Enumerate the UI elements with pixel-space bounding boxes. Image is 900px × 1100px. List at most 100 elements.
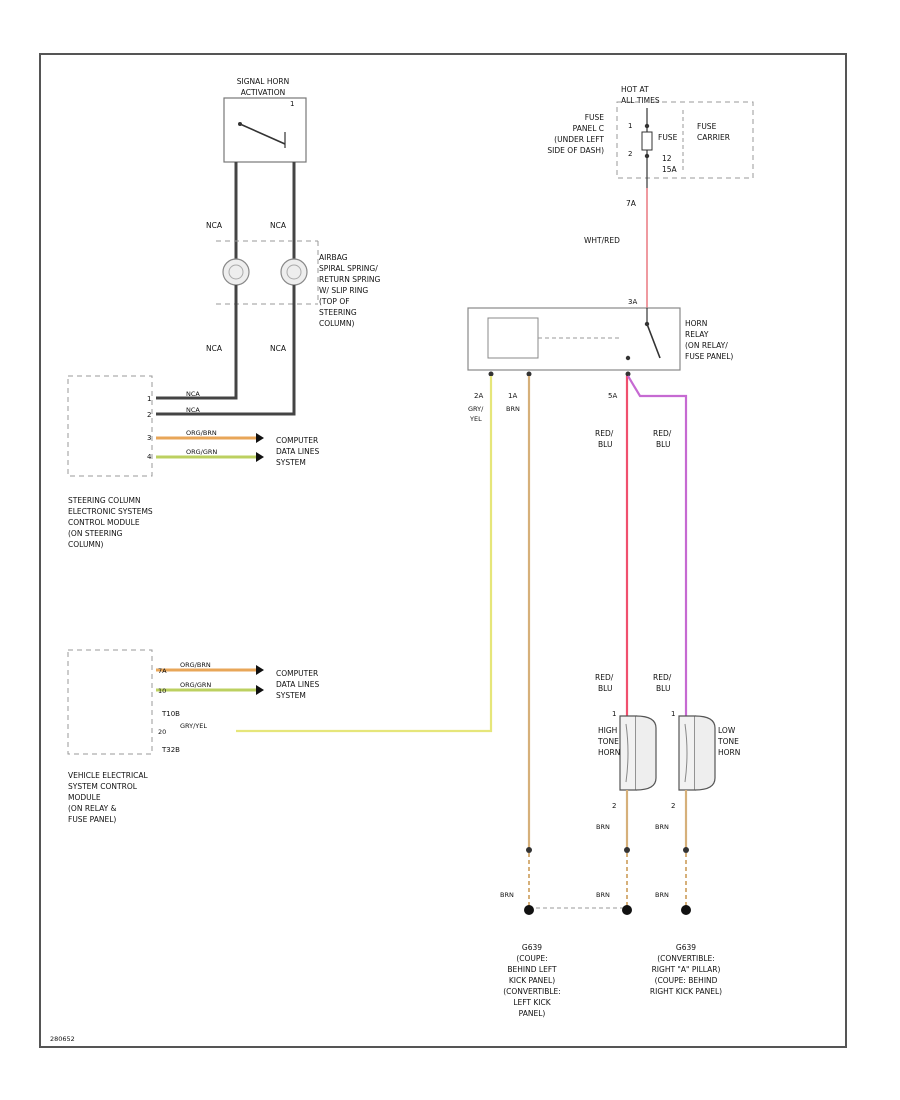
fuse-num: 12 [662, 154, 672, 163]
horn-switch-label: SIGNAL HORN [237, 77, 289, 86]
g2-wire-a: BRN [596, 891, 610, 899]
steering-wire-1: NCA [186, 390, 200, 398]
g1-wire: BRN [500, 891, 514, 899]
fuse-amp: 15A [662, 165, 678, 174]
fuse-panel-label-0: FUSE [585, 113, 605, 122]
relay-red-wire-0: RED/ [595, 429, 614, 438]
vesm-label-4: FUSE PANEL) [68, 815, 116, 824]
g2-label-2: RIGHT "A" PILLAR) [652, 965, 721, 974]
steering-pin-1: 1 [147, 395, 151, 403]
vesm-data-label-1: DATA LINES [276, 680, 319, 689]
arrow-icon [256, 452, 264, 462]
g2-label-0: G639 [676, 943, 696, 952]
vesm-conn2: T32B [161, 746, 180, 754]
relay-label-3: FUSE PANEL) [685, 352, 733, 361]
high-tone-horn: 1 HIGH TONE HORN [597, 710, 657, 791]
fuse-hot-label2: ALL TIMES [621, 96, 660, 105]
high-horn-label-1: TONE [597, 737, 619, 746]
relay-wire-left1-1: YEL [469, 415, 482, 423]
g2-label-1: (CONVERTIBLE: [657, 954, 715, 963]
steering-label-0: STEERING COLUMN [68, 496, 141, 505]
clockspring-wire-left-bottom: NCA [206, 344, 223, 353]
steering-data-label-0: COMPUTER [276, 436, 318, 445]
relay-contact-icon [646, 323, 661, 359]
low-horn-pin-in: 1 [671, 710, 675, 718]
g2-wire-b: BRN [655, 891, 669, 899]
fuse-icon [641, 131, 653, 151]
steering-label-3: (ON STEERING [68, 529, 123, 538]
vesm-data-label-0: COMPUTER [276, 669, 318, 678]
horn-icon [694, 715, 716, 791]
clockspring-label-6: COLUMN) [319, 319, 355, 328]
high-horn-wire-0: RED/ [595, 673, 614, 682]
fuse-carrier-label-0: FUSE [697, 122, 717, 131]
vesm-label-2: MODULE [68, 793, 101, 802]
vesm-label-0: VEHICLE ELECTRICAL [68, 771, 149, 780]
horn-relay: 3A HORN RELAY (ON RELAY/ FUSE PANEL) [467, 298, 733, 377]
relay-red-wire-1: BLU [598, 440, 612, 449]
arrow-icon [256, 685, 264, 695]
steering-pin-2: 2 [147, 411, 151, 419]
vesm-label-1: SYSTEM CONTROL [68, 782, 138, 791]
vesm-label-3: (ON RELAY & [68, 804, 117, 813]
clockspring-label-1: SPIRAL SPRING/ [319, 264, 378, 273]
slip-ring-icon [222, 258, 250, 286]
g1-label-0: G639 [522, 943, 542, 952]
g1-label-1: (COUPE: [516, 954, 547, 963]
relay-violet-wire-0: RED/ [653, 429, 672, 438]
fuse-hot-label: HOT AT [621, 85, 649, 94]
clockspring: AIRBAG SPIRAL SPRING/ RETURN SPRING W/ S… [216, 240, 381, 328]
clockspring-label-2: RETURN SPRING [319, 275, 381, 284]
vesm-pin-3: 20 [158, 728, 166, 736]
steering-label-2: CONTROL MODULE [68, 518, 140, 527]
low-horn-label-0: LOW [718, 726, 736, 735]
slip-ring-icon [280, 258, 308, 286]
low-horn-label-1: TONE [717, 737, 739, 746]
relay-pin-out: 5A [608, 392, 617, 400]
high-horn-wire-1: BLU [598, 684, 612, 693]
vesm-wire-3: GRY/YEL [180, 722, 207, 730]
relay-wire-left2: BRN [506, 405, 520, 413]
high-horn-pin-in: 1 [612, 710, 616, 718]
steering-wire-3: ORG/BRN [186, 429, 217, 437]
ground-g2-label: G639 (CONVERTIBLE: RIGHT "A" PILLAR) (CO… [650, 943, 722, 996]
clockspring-label-3: W/ SLIP RING [319, 286, 368, 295]
fuse-block: HOT AT ALL TIMES FUSE PANEL C (UNDER LEF… [547, 85, 754, 188]
fuse-panel-label-2: (UNDER LEFT [554, 135, 604, 144]
high-horn-label-0: HIGH [598, 726, 617, 735]
fuse-inner-label: FUSE [658, 133, 678, 142]
diagram-border [39, 53, 847, 1048]
clockspring-label-5: STEERING [319, 308, 357, 317]
vesm-pin-1: 7A [158, 667, 167, 675]
vesm-module: 7A 10 20 ORG/BRN ORG/GRN GRY/YEL T10B T3… [67, 649, 319, 824]
low-horn-wire-1: BLU [656, 684, 670, 693]
ground-icon [524, 905, 534, 915]
relay-label-1: RELAY [685, 330, 709, 339]
vesm-pin-2: 10 [158, 687, 166, 695]
low-tone-horn: 1 LOW TONE HORN [671, 710, 740, 791]
relay-wire-left1-0: GRY/ [468, 405, 484, 413]
low-horn-wire-0: RED/ [653, 673, 672, 682]
fuse-panel-label-3: SIDE OF DASH) [547, 146, 604, 155]
horn-icon [635, 715, 657, 791]
high-horn-pin-out: 2 [612, 802, 616, 810]
relay-feed-wire: WHT/RED [584, 236, 620, 245]
fuse-panel-label-1: PANEL C [573, 124, 604, 133]
g1-label-5: LEFT KICK [513, 998, 551, 1007]
g1-label-6: PANEL) [519, 1009, 546, 1018]
relay-label-0: HORN [685, 319, 707, 328]
vesm-conn1: T10B [161, 710, 180, 718]
low-horn-label-2: HORN [718, 748, 740, 757]
low-horn-gnd-wire: BRN [655, 823, 669, 831]
fuse-carrier-label-1: CARRIER [697, 133, 730, 142]
high-horn-gnd-wire: BRN [596, 823, 610, 831]
ground-g1-label: G639 (COUPE: BEHIND LEFT KICK PANEL) (CO… [503, 943, 561, 1018]
steering-label-4: COLUMN) [68, 540, 104, 549]
fuse-pin-top: 1 [628, 122, 632, 130]
clockspring-label-0: AIRBAG [319, 253, 348, 262]
clockspring-wire-right-bottom: NCA [270, 344, 287, 353]
steering-module: 1 2 3 4 NCA NCA ORG/BRN ORG/GRN COMPUTER… [67, 375, 319, 549]
clockspring-wire-left-top: NCA [206, 221, 223, 230]
relay-violet-wire-1: BLU [656, 440, 670, 449]
relay-feed-pin: 7A [626, 199, 637, 208]
